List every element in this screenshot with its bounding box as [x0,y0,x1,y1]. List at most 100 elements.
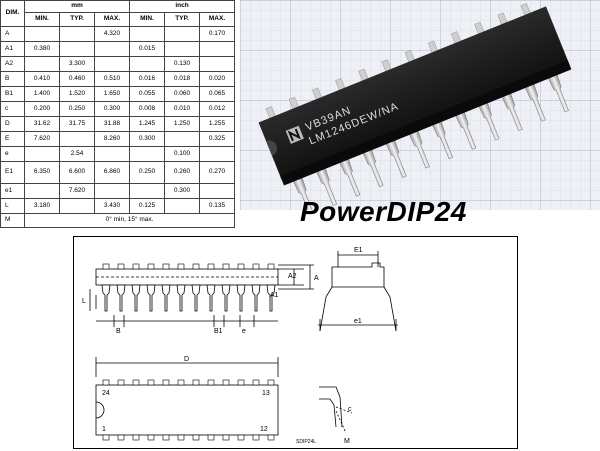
mm-header: mm [24,0,130,13]
table-cell: 7.620 [59,183,95,199]
table-cell: 1.250 [164,116,200,132]
row-label: B [0,71,25,87]
side-view-lead [221,284,231,312]
table-cell: 0.125 [129,198,165,214]
table-cell: 1.650 [94,86,130,102]
side-view-lead-top [147,263,155,270]
row-label: A [0,26,25,42]
table-cell: 6.600 [59,161,95,184]
row-label: L [0,198,25,214]
table-cell [129,183,165,199]
side-view-lead [101,284,111,312]
side-view-lead-top [252,263,260,270]
table-cell: 0.008 [129,101,165,117]
table-cell: 1.520 [59,86,95,102]
table-cell: 0.510 [94,71,130,87]
top-view-lead [132,379,140,386]
top-view-lead [117,434,125,441]
table-cell: 2.54 [59,146,95,162]
table-cell: 6.350 [24,161,60,184]
table-cell: 0.300 [129,131,165,147]
label-c: c [348,406,352,413]
label-a2: A2 [288,273,297,280]
table-cell: 6.860 [94,161,130,184]
table-cell [59,26,95,42]
table-cell [94,41,130,57]
table-cell: 0.300 [94,101,130,117]
side-view-lead-top [117,263,125,270]
chip-photo: VB39AN LM1246DEW/NA [240,0,600,210]
label-pin13: 13 [262,390,270,397]
side-view-lead-top [222,263,230,270]
row-label: M [0,213,25,228]
side-view-lead [191,284,201,312]
table-cell: 3.180 [24,198,60,214]
table-cell: 0.200 [24,101,60,117]
row-label: D [0,116,25,132]
end-view-lead-left [319,286,333,332]
table-cell [59,198,95,214]
table-cell [198,56,236,72]
end-view-body [331,262,385,288]
side-view-lead [266,284,276,312]
top-view-lead [207,379,215,386]
table-cell: 0.300 [164,183,200,199]
table-cell [164,41,200,57]
side-view-lead [161,284,171,312]
label-m: M [344,438,350,445]
table-cell [198,41,236,57]
sub-header: MIN. [24,12,60,27]
table-cell: 0.460 [59,71,95,87]
side-view-lead-top [267,263,275,270]
table-cell: 0.260 [164,161,200,184]
table-cell: 0.060 [164,86,200,102]
package-drawing: A2 A A1 L B B1 e E1 e1 D 24 13 1 12 c M … [73,236,518,449]
top-view-lead [207,434,215,441]
side-view-lead [146,284,156,312]
side-view-lead [251,284,261,312]
table-cell [198,183,236,199]
chip-pin [383,134,407,178]
sub-header: MAX. [94,12,130,27]
table-cell: 0.250 [59,101,95,117]
table-cell: 0.010 [164,101,200,117]
table-cell: 0.410 [24,71,60,87]
label-b: B [116,328,121,335]
table-cell: 7.620 [24,131,60,147]
table-cell: 4.320 [94,26,130,42]
table-cell [129,146,165,162]
table-cell [24,26,60,42]
top-view-lead [237,434,245,441]
package-title: PowerDIP24 [300,196,467,227]
top-view-lead [147,434,155,441]
table-cell: 31.88 [94,116,130,132]
label-d: D [184,356,189,363]
label-pin1: 1 [102,426,106,433]
table-cell: 1.245 [129,116,165,132]
table-cell [24,56,60,72]
table-cell: 0.130 [164,56,200,72]
label-a: A [314,275,319,282]
table-cell: 0.018 [164,71,200,87]
table-cell [164,26,200,42]
table-cell: 0.100 [164,146,200,162]
table-cell: 31.62 [24,116,60,132]
row-label: A2 [0,56,25,72]
top-view-lead [162,379,170,386]
top-view-lead [222,434,230,441]
dim-header: DIM. [0,0,25,27]
table-cell [164,131,200,147]
top-view-lead [132,434,140,441]
table-cell: 0.270 [198,161,236,184]
table-cell: 0.135 [198,198,236,214]
label-e1-upper: E1 [354,247,363,254]
top-view-lead [192,379,200,386]
table-cell: 1.255 [198,116,236,132]
table-cell [59,131,95,147]
